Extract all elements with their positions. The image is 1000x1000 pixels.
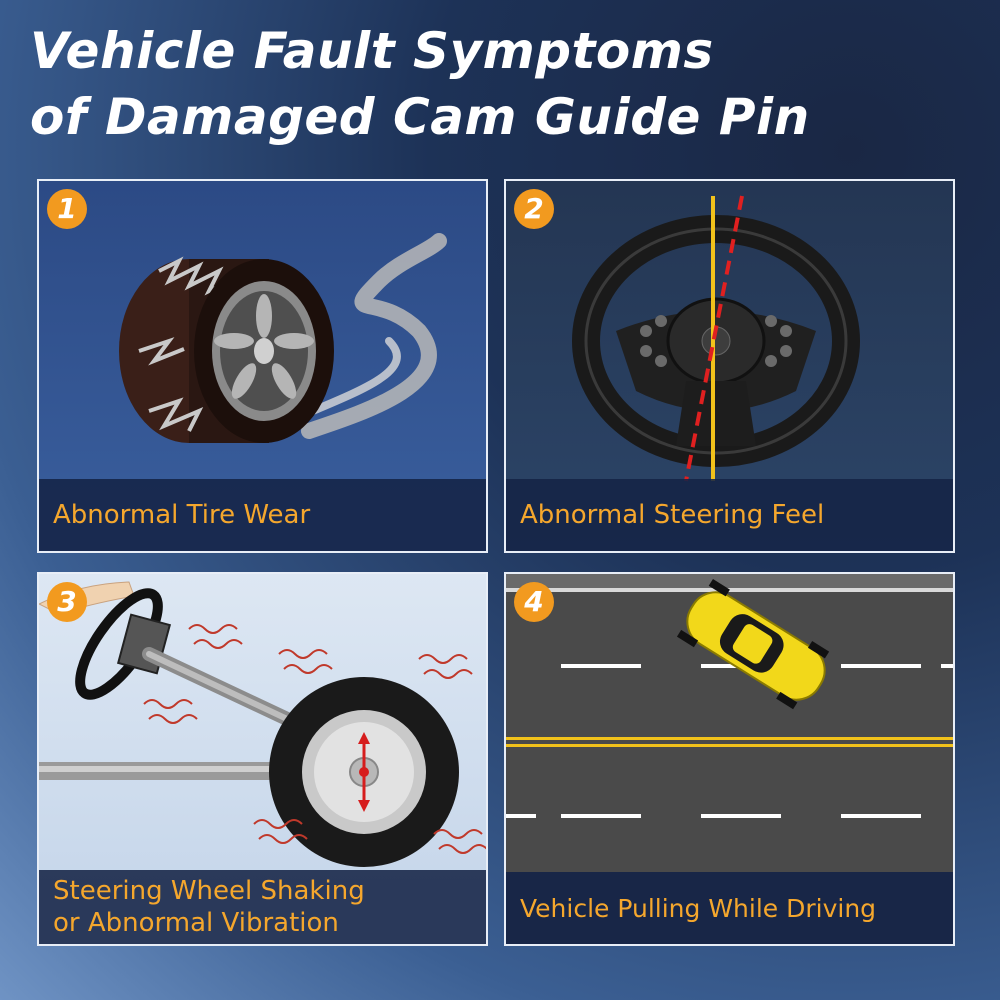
panel-caption: Abnormal Steering Feel (506, 479, 953, 551)
panel-caption: Vehicle Pulling While Driving (506, 872, 953, 944)
panel-number-badge: 2 (514, 189, 554, 229)
panel-vehicle-pulling: 4 Vehicle Pulling While Driving (504, 572, 955, 946)
steering-wheel-icon (572, 195, 860, 482)
panel-caption: Abnormal Tire Wear (39, 479, 486, 551)
panel-number-badge: 3 (47, 582, 87, 622)
title-line-2: of Damaged Cam Guide Pin (30, 88, 810, 146)
panel-tire-wear: 1 Abnormal Tire Wear (37, 179, 488, 553)
car-on-road-icon (506, 574, 953, 818)
caption-line-2: or Abnormal Vibration (53, 908, 339, 938)
worn-tire-icon (119, 233, 447, 443)
panel-wheel-shaking: 3 Steering Wheel Shaking or Abnormal Vib… (37, 572, 488, 946)
panel-steering-feel: 2 Abnormal Steering Feel (504, 179, 955, 553)
shaking-wheel-icon (39, 581, 486, 867)
panel-number-badge: 4 (514, 582, 554, 622)
page-title: Vehicle Fault Symptoms of Damaged Cam Gu… (30, 18, 970, 150)
panel-caption: Steering Wheel Shaking or Abnormal Vibra… (39, 870, 486, 944)
caption-line-1: Steering Wheel Shaking (53, 876, 365, 906)
panel-number-badge: 1 (47, 189, 87, 229)
title-line-1: Vehicle Fault Symptoms (30, 22, 714, 80)
